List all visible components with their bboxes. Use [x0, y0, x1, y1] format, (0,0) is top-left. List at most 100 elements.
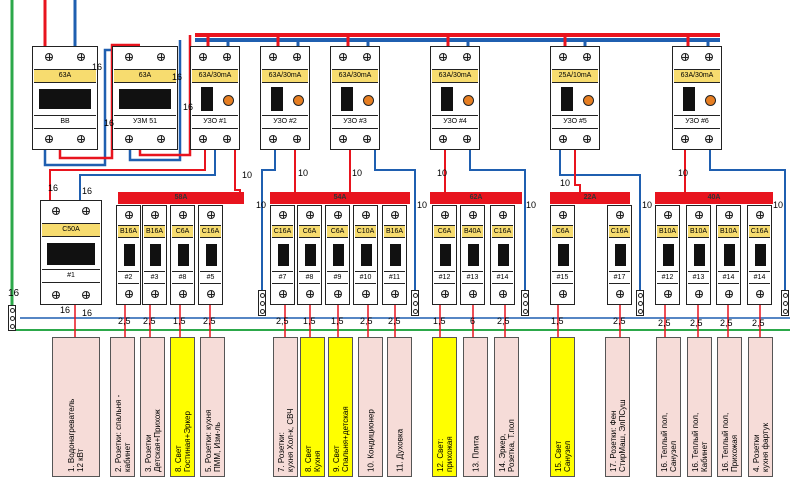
terminal-screws: [271, 209, 294, 221]
toggle-lever[interactable]: [683, 87, 695, 111]
terminal-screws: [551, 51, 599, 63]
toggle-lever[interactable]: [724, 244, 735, 266]
wire-label-c5: 2,5: [203, 316, 216, 326]
wire-label-uzo5: 10: [560, 178, 571, 188]
neutral-terminal-2: [258, 290, 266, 316]
test-button[interactable]: [223, 95, 234, 106]
terminal-screws: [113, 51, 177, 63]
circuit-breaker[interactable]: C6A#9: [325, 205, 350, 305]
circuit-breaker[interactable]: B16A#3: [142, 205, 167, 305]
circuit-breaker[interactable]: C6A#8: [170, 205, 195, 305]
screw-icon: [498, 211, 507, 219]
screw-icon: [724, 290, 733, 298]
toggle-lever[interactable]: [206, 244, 217, 266]
circuit-breaker[interactable]: B10A#14: [716, 205, 741, 305]
toggle-lever[interactable]: [498, 244, 509, 266]
terminal-screws: [117, 288, 140, 300]
toggle-lever[interactable]: [694, 244, 705, 266]
circuit-breaker[interactable]: B10A#13: [686, 205, 711, 305]
toggle-lever[interactable]: [615, 244, 626, 266]
circuit-breaker[interactable]: C10A#10: [353, 205, 378, 305]
circuit-breaker[interactable]: C6A#8: [297, 205, 322, 305]
circuit-breaker[interactable]: C16A#17: [607, 205, 632, 305]
test-button[interactable]: [705, 95, 716, 106]
screw-icon: [361, 290, 370, 298]
screw-icon: [45, 135, 53, 143]
test-button[interactable]: [363, 95, 374, 106]
toggle-lever[interactable]: [305, 244, 316, 266]
toggle-lever[interactable]: [271, 87, 283, 111]
toggle-lever[interactable]: [178, 244, 189, 266]
toggle-lever[interactable]: [441, 87, 453, 111]
load-label: 8. Свет Гостиная+Эркер: [173, 411, 192, 472]
rating-label: C16A: [492, 225, 513, 238]
load-card: 16. Теплый пол, Санузел: [656, 337, 681, 477]
screw-icon: [724, 211, 733, 219]
screw-icon: [77, 135, 85, 143]
toggle-lever[interactable]: [124, 244, 135, 266]
rating-label: 63A/30mA: [192, 69, 238, 83]
load-label: 3. Розетки Детская+Прихож: [143, 409, 162, 472]
wire-label-uzo1: 10: [242, 170, 253, 180]
screw-icon: [558, 211, 567, 219]
rcd-1[interactable]: 63A/30mA УЗО #1: [190, 46, 240, 150]
circuit-breaker[interactable]: C16A#14: [747, 205, 772, 305]
toggle-lever[interactable]: [561, 87, 573, 111]
circuit-breaker[interactable]: B10A#12: [655, 205, 680, 305]
toggle-lever[interactable]: [361, 244, 372, 266]
circuit-breaker[interactable]: C6A#12: [432, 205, 457, 305]
load-card: 2. Розетки: спальня - кабинет: [110, 337, 135, 477]
terminal-screws: [191, 133, 239, 145]
screw-icon: [694, 211, 703, 219]
wire-label-c8: 1,5: [303, 316, 316, 326]
circuit-breaker[interactable]: B16A#2: [116, 205, 141, 305]
toggle-lever[interactable]: [39, 89, 91, 109]
breaker-label: #10: [355, 271, 376, 284]
toggle-lever[interactable]: [201, 87, 213, 111]
screw-icon: [305, 290, 314, 298]
screw-icon: [583, 53, 591, 61]
rating-label: C6A: [299, 225, 320, 238]
toggle-lever[interactable]: [390, 244, 401, 266]
toggle-lever[interactable]: [755, 244, 766, 266]
screw-icon: [206, 290, 215, 298]
circuit-breaker[interactable]: B40A#13: [460, 205, 485, 305]
circuit-breaker[interactable]: C16A#5: [198, 205, 223, 305]
test-button[interactable]: [463, 95, 474, 106]
test-button[interactable]: [583, 95, 594, 106]
wire-label-uzm: 16: [172, 72, 183, 82]
wire-label-uzo6: 10: [678, 168, 689, 178]
toggle-lever[interactable]: [150, 244, 161, 266]
test-button[interactable]: [293, 95, 304, 106]
toggle-lever[interactable]: [119, 89, 171, 109]
load-label: 4. Розетки кухня фартук: [751, 422, 770, 472]
toggle-lever[interactable]: [47, 243, 95, 265]
circuit-breaker[interactable]: C16A#14: [490, 205, 515, 305]
circuit-breaker[interactable]: C16A#7: [270, 205, 295, 305]
rating-label: C16A: [749, 225, 770, 238]
toggle-lever[interactable]: [440, 244, 451, 266]
toggle-lever[interactable]: [278, 244, 289, 266]
screw-icon: [755, 211, 764, 219]
breaker-label: #2: [118, 271, 139, 284]
rating-label: C6A: [327, 225, 348, 238]
main-breaker[interactable]: C50A#1: [40, 200, 102, 305]
terminal-screws: [143, 209, 166, 221]
toggle-lever[interactable]: [468, 244, 479, 266]
device-label: УЗО #1: [192, 115, 238, 129]
toggle-lever[interactable]: [558, 244, 569, 266]
toggle-lever[interactable]: [341, 87, 353, 111]
toggle-lever[interactable]: [663, 244, 674, 266]
circuit-breaker[interactable]: B16A#11: [382, 205, 407, 305]
circuit-breaker[interactable]: C6A#15: [550, 205, 575, 305]
bus-bar-4: 22A: [550, 192, 630, 204]
terminal-screws: [383, 288, 406, 300]
toggle-lever[interactable]: [333, 244, 344, 266]
